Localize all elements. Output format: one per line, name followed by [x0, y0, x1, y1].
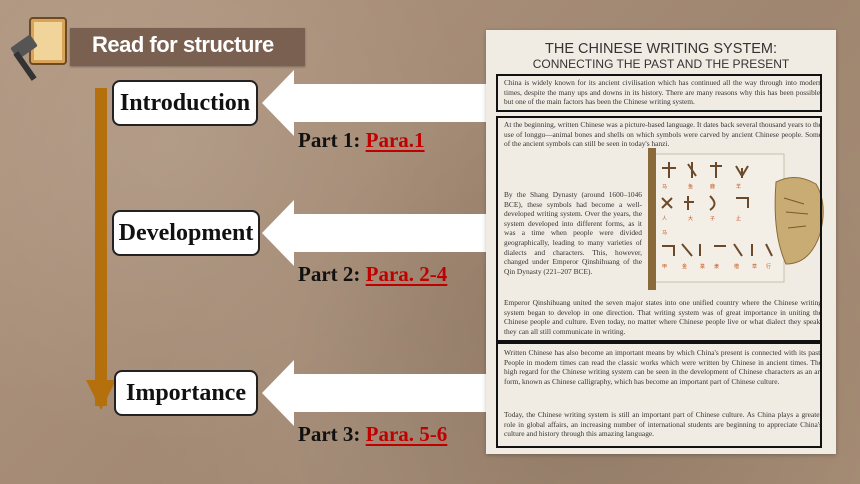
paragraph-3: By the Shang Dynasty (around 1600–1046 B…: [504, 190, 642, 276]
timeline-bar: [95, 88, 107, 406]
svg-text:止: 止: [736, 215, 741, 222]
svg-text:篆: 篆: [700, 263, 705, 270]
part-2-para: Para. 2-4: [365, 262, 448, 286]
box-part-2: [496, 116, 822, 342]
paragraph-2: At the beginning, written Chinese was a …: [504, 120, 822, 149]
stage-introduction: Introduction: [112, 80, 258, 126]
svg-text:大: 大: [688, 215, 693, 222]
paragraph-4: Emperor Qinshihuang united the seven maj…: [504, 298, 822, 336]
svg-text:羊: 羊: [736, 183, 741, 190]
stage-development-label: Development: [118, 219, 254, 246]
part-3-label: Part 3: Para. 5-6: [298, 422, 447, 447]
svg-text:鱼: 鱼: [688, 183, 693, 190]
part-2-label: Part 2: Para. 2-4: [298, 262, 447, 287]
part-3-text: Part 3:: [298, 422, 361, 446]
stage-development: Development: [112, 210, 260, 256]
part-1-para: Para.1: [365, 128, 425, 152]
arrow-introduction: [262, 70, 490, 136]
svg-text:子: 子: [710, 215, 715, 222]
paragraph-1: China is widely known for its ancient ci…: [504, 78, 822, 107]
timeline-arrowhead: [86, 380, 116, 410]
ancient-characters-illustration: 马 鱼 鹿 羊 人 大 子 止 马 甲 金 篆 隶 楷 草 行: [648, 148, 824, 290]
svg-text:人: 人: [662, 216, 667, 222]
stage-importance-label: Importance: [126, 379, 246, 406]
svg-text:楷: 楷: [734, 263, 739, 270]
part-1-label: Part 1: Para.1: [298, 128, 425, 153]
article-title: THE CHINESE WRITING SYSTEM:: [544, 41, 777, 57]
arrow-development: [262, 200, 490, 266]
svg-text:金: 金: [682, 263, 687, 270]
svg-text:甲: 甲: [662, 264, 667, 270]
section-title-bar: Read for structure: [70, 28, 305, 66]
part-1-text: Part 1:: [298, 128, 361, 152]
article-document: THE CHINESE WRITING SYSTEM: CONNECTING T…: [486, 30, 836, 454]
svg-text:行: 行: [766, 263, 771, 270]
arrow-importance: [262, 360, 490, 426]
stage-importance: Importance: [114, 370, 258, 416]
svg-text:马: 马: [662, 183, 667, 190]
stage-introduction-label: Introduction: [119, 89, 251, 116]
svg-text:马: 马: [662, 229, 667, 236]
box-part-1: [496, 74, 822, 112]
gavel-book-logo-icon: [10, 17, 67, 81]
part-3-para: Para. 5-6: [365, 422, 448, 446]
article-subtitle: CONNECTING THE PAST AND THE PRESENT: [532, 57, 790, 71]
svg-text:鹿: 鹿: [710, 183, 715, 190]
svg-text:草: 草: [752, 263, 757, 270]
section-title: Read for structure: [92, 32, 274, 57]
paragraph-5: Written Chinese has also become an impor…: [504, 348, 822, 386]
part-2-text: Part 2:: [298, 262, 361, 286]
box-part-3: [496, 342, 822, 448]
svg-text:隶: 隶: [714, 263, 719, 270]
paragraph-6: Today, the Chinese writing system is sti…: [504, 410, 822, 439]
